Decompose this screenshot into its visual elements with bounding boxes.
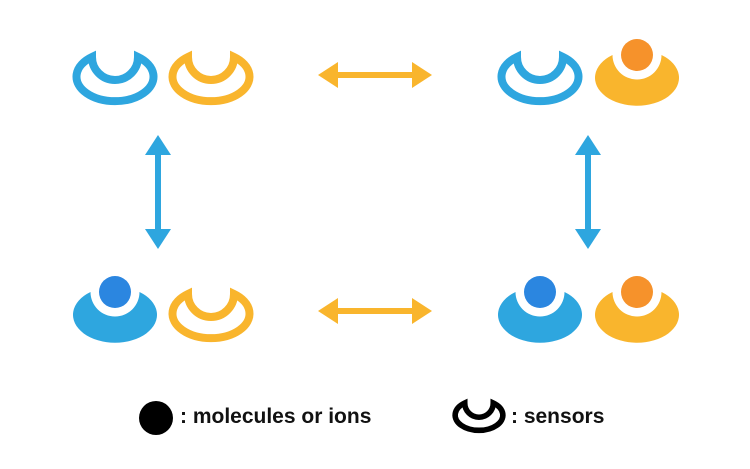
blue-sensor-empty: [502, 57, 579, 101]
sensor-legend-icon: [455, 403, 503, 430]
state-both-bound: [498, 276, 679, 343]
blue-molecule: [99, 276, 131, 308]
blue-sensor-empty: [77, 57, 154, 101]
molecule-legend-label: : molecules or ions: [180, 405, 372, 428]
yellow-sensor-empty: [173, 294, 250, 338]
molecule-legend-icon: [139, 401, 173, 435]
yellow-sensor-empty: [173, 57, 250, 101]
state-yellow-bound: [502, 39, 679, 106]
orange-molecule: [621, 276, 653, 308]
state-both-empty: [77, 57, 250, 101]
orange-molecule: [621, 39, 653, 71]
double-arrow-left: [145, 135, 171, 249]
double-arrow-top: [318, 62, 432, 88]
sensor-legend-label: : sensors: [511, 405, 605, 428]
double-arrow-right: [575, 135, 601, 249]
blue-molecule: [524, 276, 556, 308]
state-blue-bound: [73, 276, 250, 343]
double-arrow-bottom: [318, 298, 432, 324]
